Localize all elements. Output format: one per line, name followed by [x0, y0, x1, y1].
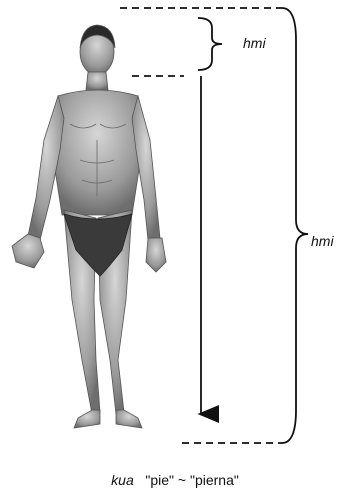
neck-shape [86, 72, 108, 90]
small-curly-bracket [198, 18, 222, 70]
right-hand-shape [146, 238, 166, 272]
caption-term: kua [111, 472, 134, 488]
caption: kua "pie" ~ "pierna" [0, 472, 350, 488]
full-body-label: hmi [311, 233, 334, 249]
caption-gloss: "pie" ~ "pierna" [145, 472, 238, 488]
left-hand-shape [12, 234, 44, 268]
large-curly-bracket [282, 8, 308, 443]
left-foot-shape [74, 410, 100, 428]
right-foot-shape [116, 410, 142, 428]
head-label: hmi [243, 35, 266, 51]
human-figure [12, 25, 166, 428]
